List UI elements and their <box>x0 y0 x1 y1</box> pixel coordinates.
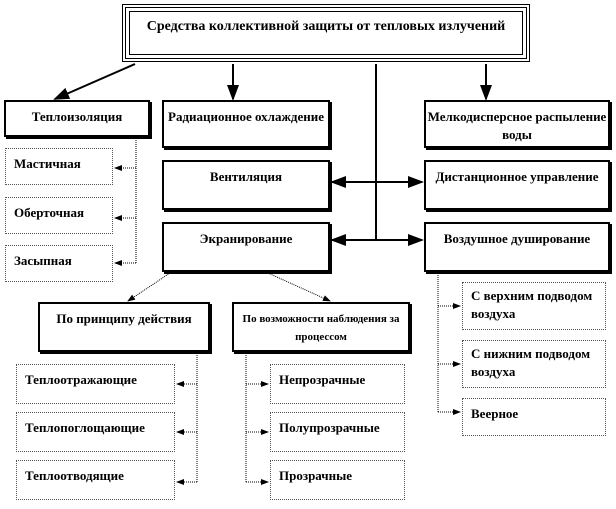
node-by-observation: По возможности наблюдения за процессом <box>232 302 410 352</box>
node-by-action: По принципу действия <box>38 302 210 352</box>
node-showering-item: Веерное <box>462 398 606 436</box>
node-showering-item: С нижним подводом воздуха <box>462 340 606 388</box>
label: Вентиляция <box>209 169 283 184</box>
label: Теплоотражающие <box>25 372 137 387</box>
label: Экранирование <box>199 231 293 246</box>
node-by-action-item: Теплоотражающие <box>16 364 175 404</box>
arrow-insulation <box>53 63 136 100</box>
label: Засыпная <box>14 253 72 268</box>
root-title: Средства коллективной защиты от тепловых… <box>146 19 506 34</box>
node-by-observation-item: Непрозрачные <box>270 364 405 404</box>
label: Мастичная <box>14 156 81 171</box>
node-water-spray: Мелкодисперсное распыление воды <box>424 100 610 148</box>
node-by-observation-item: Прозрачные <box>270 460 405 500</box>
label: Теплопоглощающие <box>25 420 145 435</box>
label: Радиационное охлаждение <box>168 109 324 124</box>
label: Непрозрачные <box>279 372 366 387</box>
label: Веерное <box>471 406 519 421</box>
node-insulation-type: Оберточная <box>5 197 113 234</box>
node-by-action-item: Теплопоглощающие <box>16 412 175 452</box>
label: С нижним подводом воздуха <box>471 346 591 379</box>
node-showering-item: С верхним подводом воздуха <box>462 282 606 330</box>
node-radiation-cooling: Радиационное охлаждение <box>162 100 330 148</box>
label: Оберточная <box>14 205 85 220</box>
node-insulation-type: Мастичная <box>5 148 113 185</box>
label: Прозрачные <box>279 468 353 483</box>
node-shielding: Экранирование <box>162 222 330 272</box>
node-remote-control: Дистанционное управление <box>424 160 610 210</box>
root-node: Средства коллективной защиты от тепловых… <box>122 4 530 62</box>
node-insulation: Теплоизоляция <box>4 100 150 137</box>
node-by-action-item: Теплоотводящие <box>16 460 175 500</box>
label: Мелкодисперсное распыление воды <box>427 109 607 142</box>
label: По возможности наблюдения за процессом <box>242 313 400 343</box>
label: Дистанционное управление <box>435 169 599 184</box>
label: Теплоотводящие <box>25 468 124 483</box>
label: С верхним подводом воздуха <box>471 288 593 321</box>
node-insulation-type: Засыпная <box>5 245 113 282</box>
label: Воздушное душирование <box>443 231 591 246</box>
node-by-observation-item: Полупрозрачные <box>270 412 405 452</box>
label: Полупрозрачные <box>279 420 380 435</box>
label: По принципу действия <box>56 311 192 326</box>
node-air-showering: Воздушное душирование <box>424 222 610 272</box>
node-ventilation: Вентиляция <box>162 160 330 210</box>
label: Теплоизоляция <box>31 109 123 124</box>
